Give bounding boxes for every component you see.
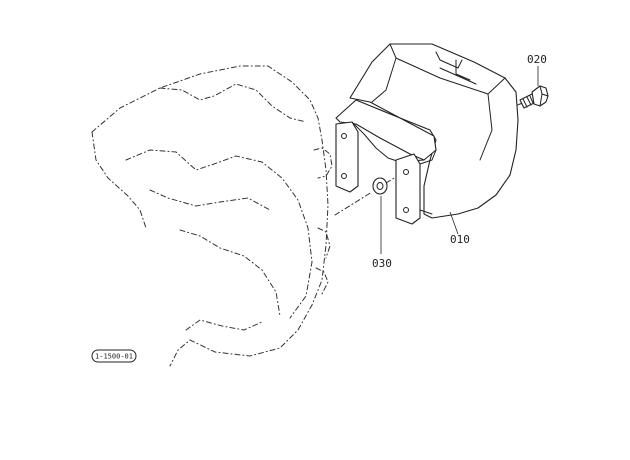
callout-label-010: 010 <box>450 233 470 246</box>
part-030-washer <box>372 177 388 195</box>
reference-code-text: 1-1500-01 <box>95 353 133 361</box>
part-020-bolt <box>519 85 549 109</box>
leader-line-010 <box>449 211 459 235</box>
housing-outline <box>91 65 333 367</box>
reference-code-badge: 1-1500-01 <box>91 349 137 363</box>
callout-label-030: 030 <box>372 257 392 270</box>
callout-label-020: 020 <box>527 53 547 66</box>
part-010-cover <box>335 43 519 225</box>
